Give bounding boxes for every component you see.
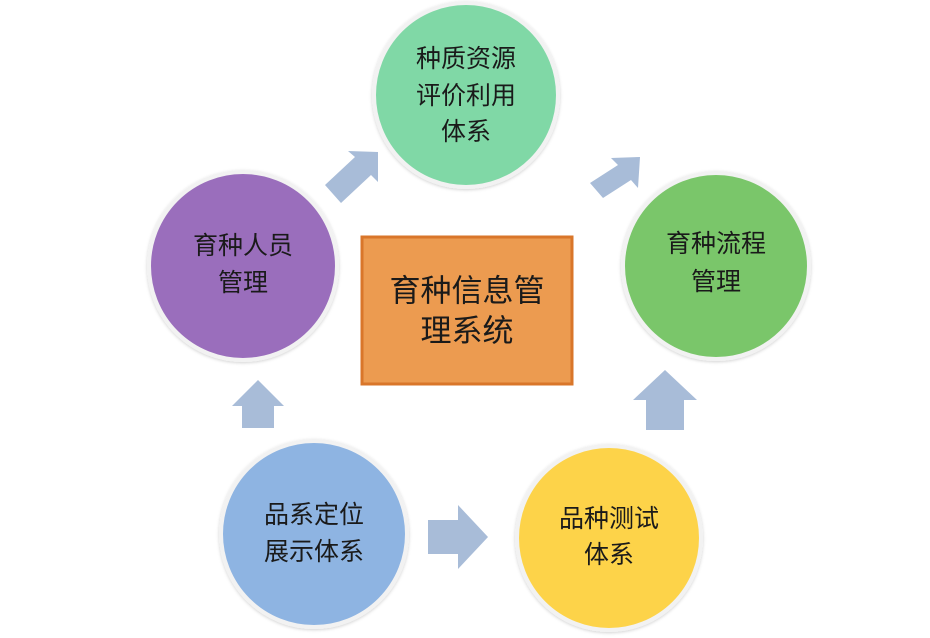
node-personnel-line1: 育种人员 xyxy=(193,231,293,260)
node-germplasm-line2: 评价利用 xyxy=(416,81,516,110)
node-process: 育种流程 管理 xyxy=(621,171,811,361)
arrow-personnel-to-germplasm xyxy=(325,151,378,203)
arrow-testing-to-process xyxy=(633,370,697,430)
node-process-circle xyxy=(621,171,811,361)
arrow-germplasm-to-process xyxy=(590,157,640,198)
flow-arrows xyxy=(232,151,697,569)
node-personnel: 育种人员 管理 xyxy=(147,170,339,362)
center-label-line2: 理系统 xyxy=(421,314,514,350)
node-positioning: 品系定位 展示体系 xyxy=(219,439,409,629)
center-label-line1: 育种信息管 xyxy=(390,274,545,310)
node-germplasm: 种质资源 评价利用 体系 xyxy=(372,1,560,189)
center-box xyxy=(360,235,574,386)
node-positioning-line1: 品系定位 xyxy=(264,500,364,529)
arrow-positioning-to-personnel xyxy=(232,380,284,428)
node-process-line2: 管理 xyxy=(691,267,741,296)
center-node: 育种信息管 理系统 xyxy=(360,235,574,386)
arrow-positioning-to-testing xyxy=(428,505,488,569)
node-testing-line1: 品种测试 xyxy=(559,504,659,533)
node-personnel-circle xyxy=(147,170,339,362)
node-process-line1: 育种流程 xyxy=(666,229,766,258)
node-germplasm-circle xyxy=(372,1,560,189)
node-testing-line2: 体系 xyxy=(584,540,634,569)
node-personnel-line2: 管理 xyxy=(218,268,268,297)
node-germplasm-line3: 体系 xyxy=(441,117,491,146)
node-positioning-line2: 展示体系 xyxy=(264,537,364,566)
node-testing-circle xyxy=(515,444,703,632)
node-positioning-circle xyxy=(219,439,409,629)
node-testing: 品种测试 体系 xyxy=(515,444,703,632)
node-germplasm-line1: 种质资源 xyxy=(416,44,516,73)
